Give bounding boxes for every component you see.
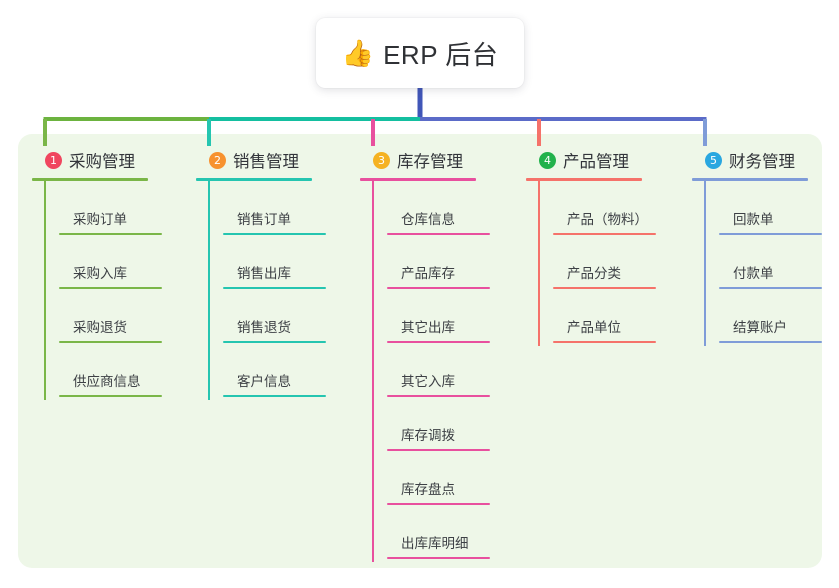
leaf-node[interactable]: 销售退货: [223, 289, 326, 343]
leaf-node-label: 产品（物料）: [567, 212, 648, 227]
leaf-node[interactable]: 出库库明细: [387, 505, 490, 559]
leaf-node-label: 采购入库: [73, 266, 127, 281]
branch-index-badge: 2: [209, 151, 226, 169]
branch-header-2[interactable]: 2 销售管理: [196, 148, 312, 172]
leaf-node-label: 客户信息: [237, 374, 291, 389]
leaf-node-underline: [719, 233, 822, 235]
leaf-node-underline: [387, 395, 490, 397]
leaf-node-label: 付款单: [733, 266, 774, 281]
branch-header-3[interactable]: 3 库存管理: [360, 148, 476, 172]
branch-column-3: 3 库存管理仓库信息产品库存其它出库其它入库库存调拨库存盘点出库库明细: [360, 148, 490, 559]
leaf-node[interactable]: 结算账户: [719, 289, 822, 343]
branch-header-underline: [196, 178, 312, 181]
branch-title: 采购管理: [69, 153, 135, 171]
leaf-node-label: 销售退货: [237, 320, 291, 335]
leaf-node-underline: [59, 341, 162, 343]
leaf-node-underline: [387, 449, 490, 451]
leaf-node[interactable]: 产品分类: [553, 235, 656, 289]
branch-title: 销售管理: [233, 153, 299, 171]
leaf-node-underline: [553, 341, 656, 343]
leaf-node-label: 库存调拨: [401, 428, 455, 443]
leaf-node-underline: [387, 341, 490, 343]
branch-column-2: 2 销售管理销售订单销售出库销售退货客户信息: [196, 148, 326, 397]
leaf-node-label: 其它出库: [401, 320, 455, 335]
leaf-node-label: 供应商信息: [73, 374, 141, 389]
leaf-node[interactable]: 采购入库: [59, 235, 162, 289]
branch-index-badge: 3: [373, 151, 390, 169]
leaf-node[interactable]: 回款单: [719, 181, 822, 235]
leaf-node[interactable]: 产品单位: [553, 289, 656, 343]
branch-title: 产品管理: [563, 153, 629, 171]
branch-index-badge: 1: [45, 151, 62, 169]
leaf-node-underline: [387, 503, 490, 505]
leaf-node-label: 其它入库: [401, 374, 455, 389]
leaf-node[interactable]: 其它出库: [387, 289, 490, 343]
branch-index-badge: 4: [539, 151, 556, 169]
leaf-node-label: 采购退货: [73, 320, 127, 335]
branch-title: 财务管理: [729, 153, 795, 171]
leaf-node-label: 产品单位: [567, 320, 621, 335]
leaf-node-underline: [223, 395, 326, 397]
root-node-title: ERP 后台: [383, 39, 499, 70]
leaf-node[interactable]: 产品（物料）: [553, 181, 656, 235]
leaf-node[interactable]: 仓库信息: [387, 181, 490, 235]
leaf-node-label: 库存盘点: [401, 482, 455, 497]
branch-header-5[interactable]: 5 财务管理: [692, 148, 808, 172]
leaf-node[interactable]: 库存调拨: [387, 397, 490, 451]
leaf-node-label: 产品分类: [567, 266, 621, 281]
leaf-node-underline: [59, 233, 162, 235]
leaf-node-underline: [223, 341, 326, 343]
leaf-node[interactable]: 采购退货: [59, 289, 162, 343]
leaf-node[interactable]: 产品库存: [387, 235, 490, 289]
leaf-node-underline: [553, 287, 656, 289]
leaf-node[interactable]: 销售订单: [223, 181, 326, 235]
leaf-node-underline: [59, 287, 162, 289]
leaf-node[interactable]: 供应商信息: [59, 343, 162, 397]
leaf-node-underline: [387, 557, 490, 559]
branch-header-1[interactable]: 1 采购管理: [32, 148, 148, 172]
diagram-panel: [18, 134, 822, 568]
root-node[interactable]: 👍 ERP 后台: [316, 18, 524, 88]
leaf-node-underline: [553, 233, 656, 235]
branch-title: 库存管理: [397, 153, 463, 171]
leaf-node-label: 销售订单: [237, 212, 291, 227]
branch-header-underline: [692, 178, 808, 181]
leaf-node-label: 产品库存: [401, 266, 455, 281]
branch-column-1: 1 采购管理采购订单采购入库采购退货供应商信息: [32, 148, 162, 397]
leaf-node[interactable]: 采购订单: [59, 181, 162, 235]
branch-header-4[interactable]: 4 产品管理: [526, 148, 642, 172]
leaf-node-label: 出库库明细: [401, 536, 469, 551]
leaf-node-label: 结算账户: [733, 320, 787, 335]
leaf-node[interactable]: 库存盘点: [387, 451, 490, 505]
leaf-node[interactable]: 销售出库: [223, 235, 326, 289]
branch-column-5: 5 财务管理回款单付款单结算账户: [692, 148, 822, 343]
leaf-node-label: 回款单: [733, 212, 774, 227]
leaf-node-underline: [387, 233, 490, 235]
branch-header-underline: [526, 178, 642, 181]
leaf-node-underline: [59, 395, 162, 397]
leaf-node-underline: [719, 341, 822, 343]
leaf-node-underline: [223, 233, 326, 235]
leaf-node-label: 销售出库: [237, 266, 291, 281]
leaf-node[interactable]: 其它入库: [387, 343, 490, 397]
branch-header-underline: [360, 178, 476, 181]
leaf-node[interactable]: 付款单: [719, 235, 822, 289]
leaf-node[interactable]: 客户信息: [223, 343, 326, 397]
thumbs-up-icon: 👍: [341, 38, 375, 68]
leaf-node-label: 采购订单: [73, 212, 127, 227]
leaf-node-label: 仓库信息: [401, 212, 455, 227]
leaf-node-underline: [387, 287, 490, 289]
leaf-node-underline: [719, 287, 822, 289]
branch-header-underline: [32, 178, 148, 181]
branch-column-4: 4 产品管理产品（物料） 产品分类产品单位: [526, 148, 656, 343]
branch-index-badge: 5: [705, 151, 722, 169]
leaf-node-underline: [223, 287, 326, 289]
